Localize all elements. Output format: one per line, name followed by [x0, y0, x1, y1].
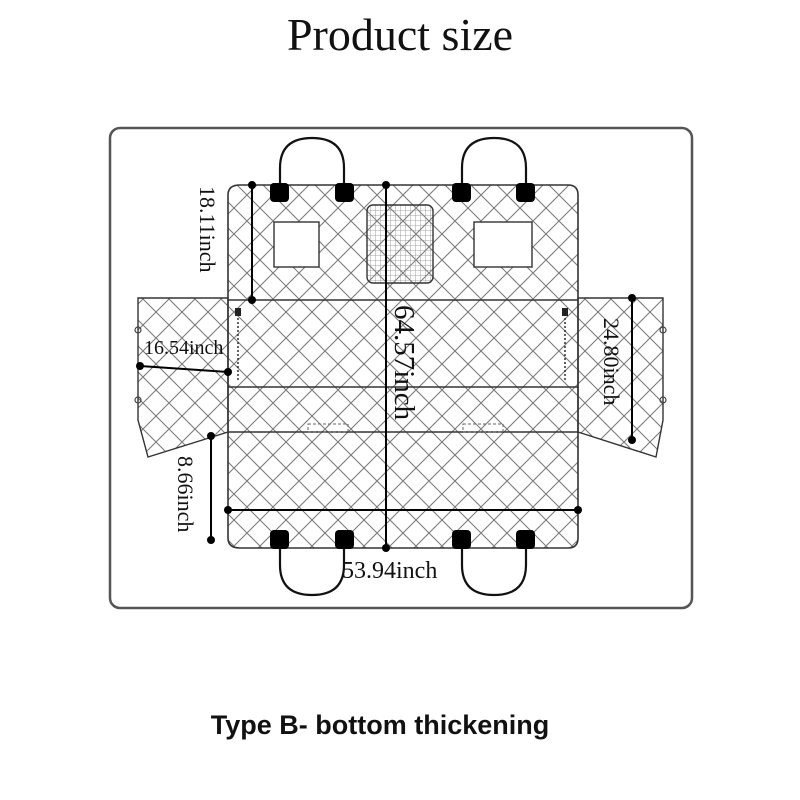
label-side-flap: 16.54inch [144, 337, 223, 359]
label-total-length: 64.57inch [388, 305, 420, 421]
label-width: 53.94inch [342, 558, 437, 584]
label-top-height: 18.11inch [195, 186, 220, 273]
page-title: Product size [286, 9, 514, 60]
flap-hooks [134, 326, 667, 404]
seatbelt-slit-left [307, 423, 349, 433]
mesh-window [366, 204, 434, 284]
headrest-opening-right [473, 221, 533, 268]
dimension-lines [136, 181, 636, 552]
zipper-left [235, 308, 241, 380]
left-side-flap [137, 297, 229, 458]
label-flap-height: 24.80inch [599, 318, 624, 405]
bottom-strap-left [270, 530, 354, 597]
label-bottom-flap: 8.66inch [173, 456, 198, 532]
seatbelt-slit-right [462, 423, 504, 433]
main-panel [227, 184, 579, 549]
frame-border [108, 126, 694, 610]
top-strap-left [270, 136, 354, 202]
top-strap-right [452, 136, 535, 202]
bottom-strap-right [452, 530, 535, 597]
headrest-opening-left [273, 221, 320, 268]
type-caption: Type B- bottom thickening [210, 710, 550, 740]
zipper-right [562, 308, 568, 380]
